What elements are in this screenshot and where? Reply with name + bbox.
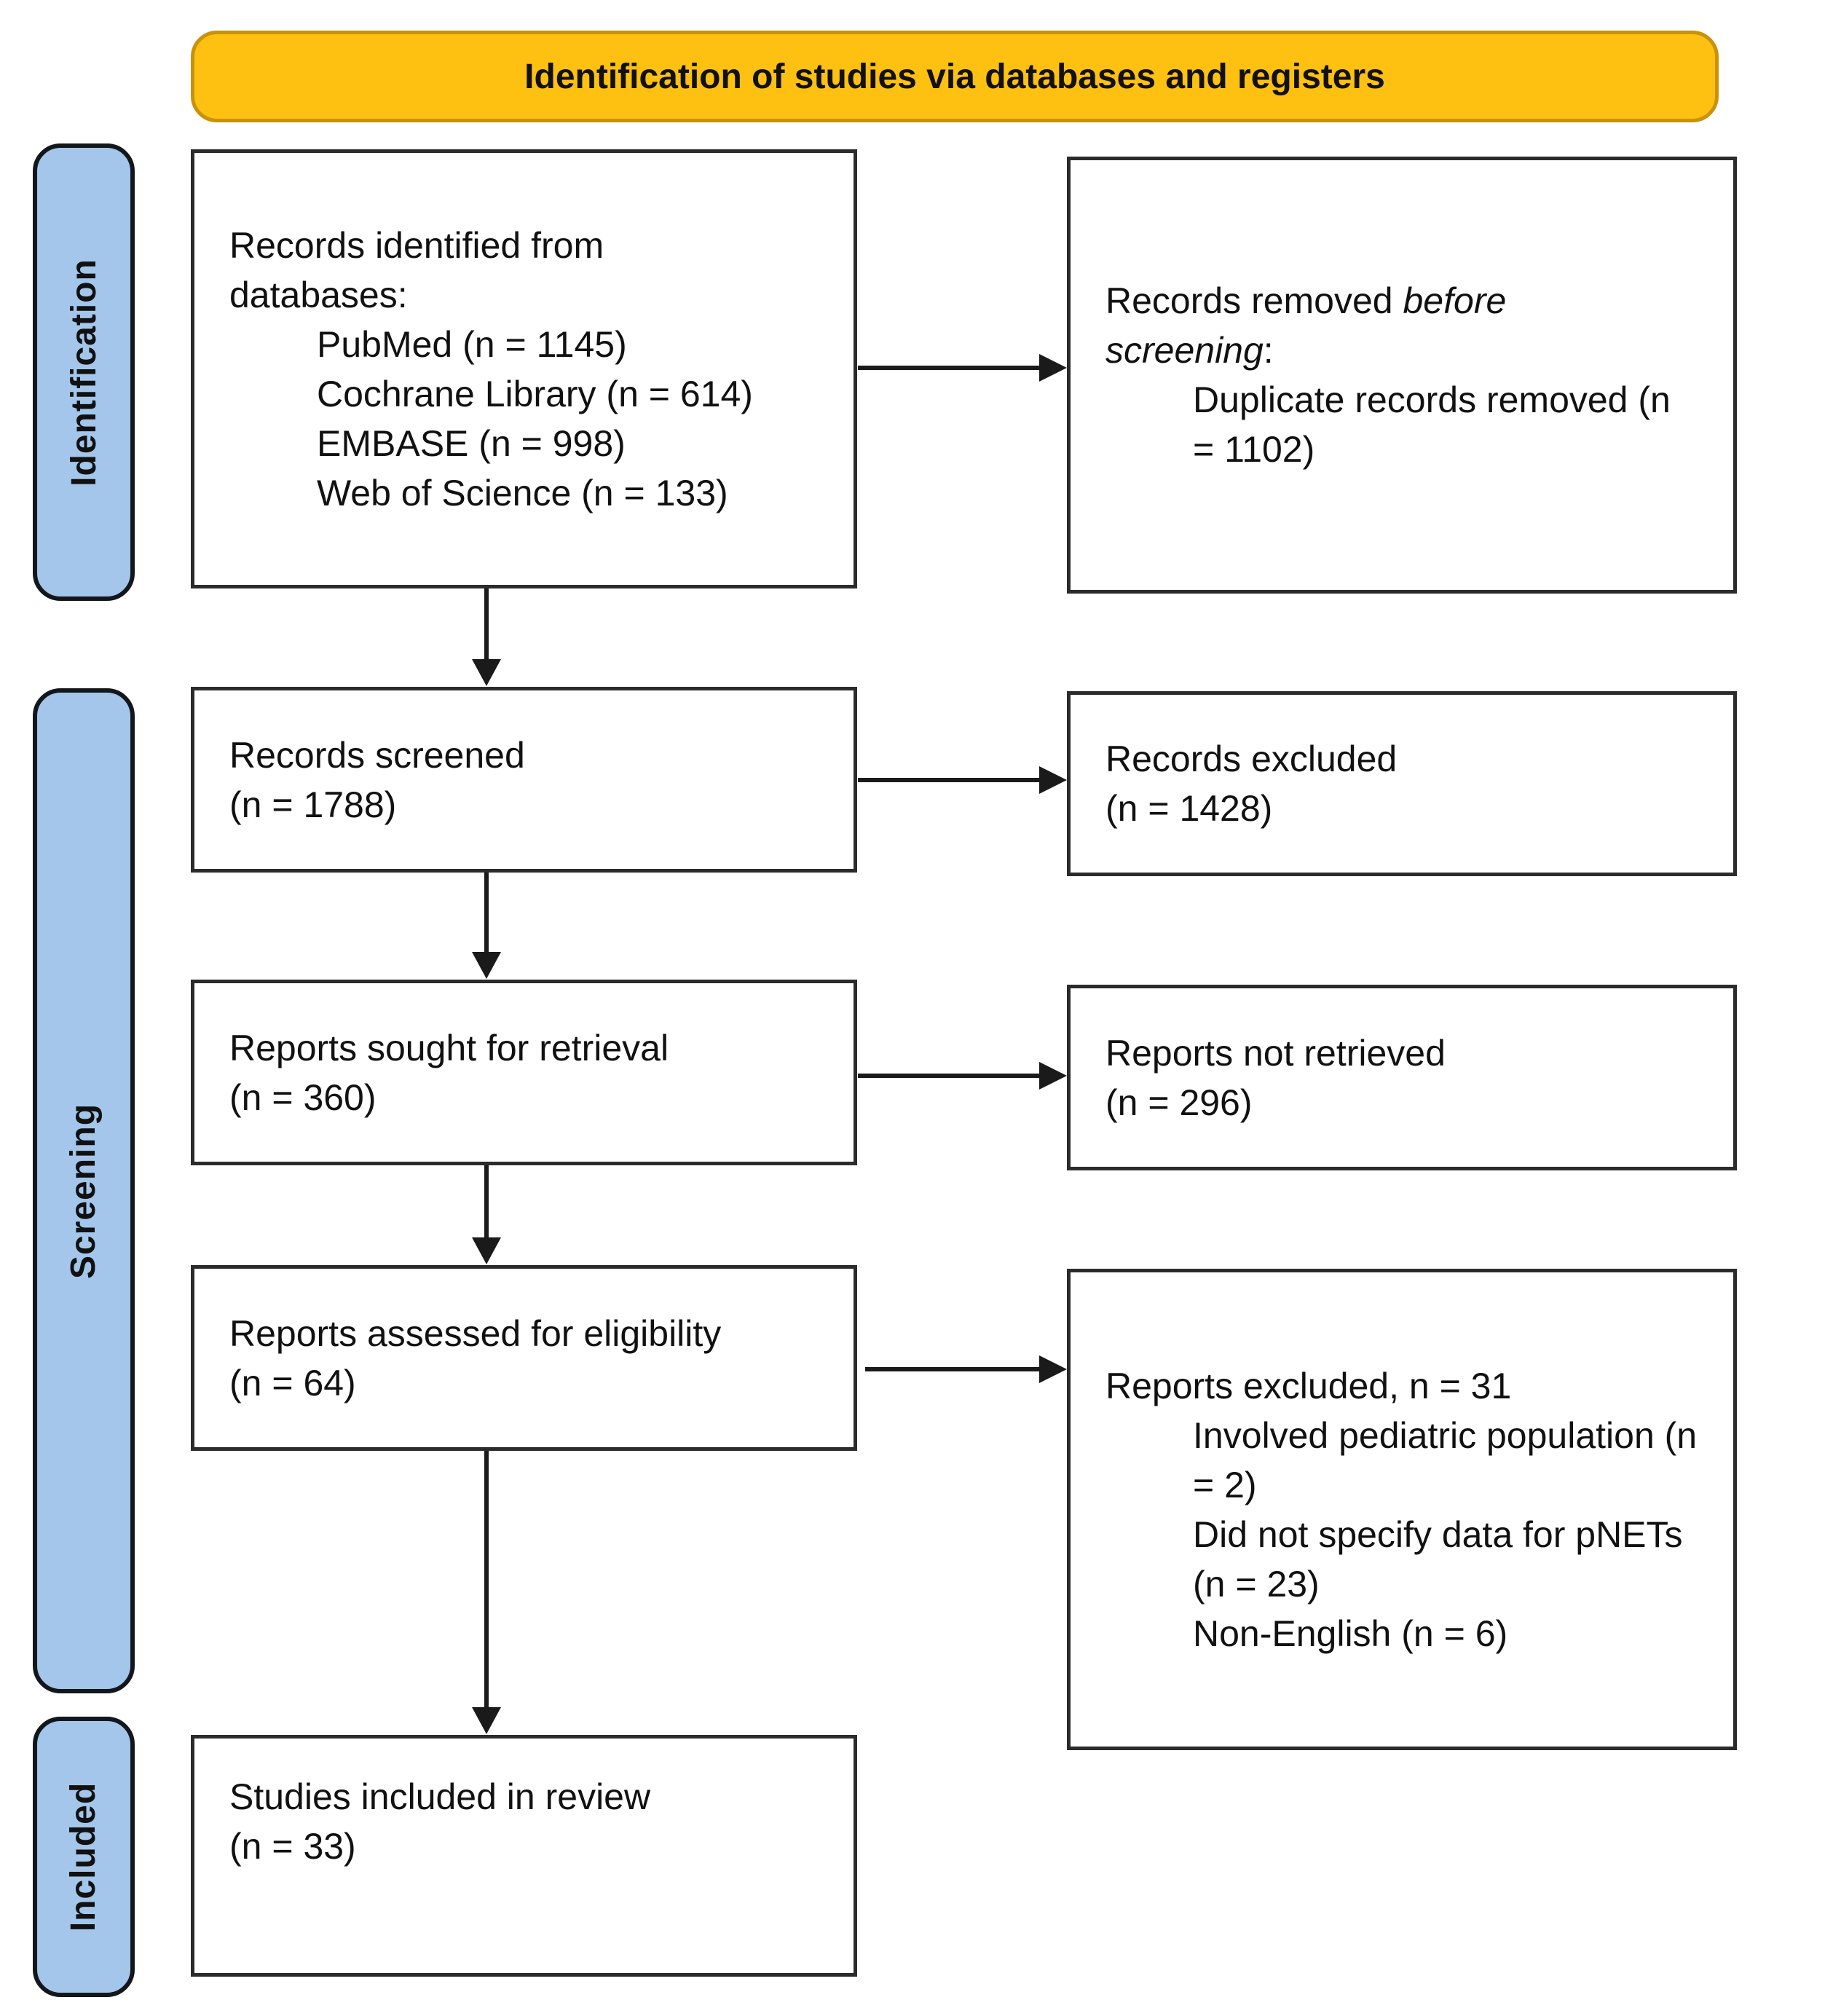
box-line: Cochrane Library (n = 614): [317, 373, 753, 414]
box-line: Involved pediatric population (n: [1193, 1414, 1698, 1456]
box-reports-excluded: Reports excluded, n = 31 Involved pediatr…: [1067, 1269, 1737, 1750]
box-line: Reports excluded, n = 31: [1105, 1365, 1512, 1406]
arrow-identified-to-removed: [858, 354, 1067, 382]
stage-label-included-text: Included: [64, 1781, 103, 1932]
arrow-sought-to-not-retrieved: [858, 1062, 1067, 1090]
box-line: EMBASE (n = 998): [317, 422, 626, 464]
box-line: = 1102): [1193, 429, 1315, 470]
box-line: Records identified from: [229, 224, 604, 266]
box-line: Did not specify data for pNETs: [1193, 1513, 1683, 1555]
box-line: = 2): [1193, 1464, 1257, 1505]
box-line: (n = 33): [229, 1826, 356, 1867]
box-line: (n = 23): [1193, 1563, 1320, 1604]
box-line: Records removed before: [1105, 280, 1507, 321]
arrow-screened-to-sought: [472, 873, 501, 979]
box-studies-included: Studies included in review (n = 33): [191, 1735, 857, 1977]
stage-label-included: Included: [33, 1717, 135, 1997]
box-line: (n = 64): [229, 1362, 356, 1403]
box-line: Records excluded: [1105, 739, 1398, 779]
box-line: Reports sought for retrieval: [229, 1027, 669, 1068]
stage-label-screening-text: Screening: [64, 1103, 103, 1279]
stage-label-screening: Screening: [33, 688, 135, 1693]
arrow-sought-to-assessed: [472, 1165, 501, 1264]
banner-title: Identification of studies via databases …: [191, 31, 1719, 122]
box-line: PubMed (n = 1145): [317, 323, 627, 365]
stage-label-identification-text: Identification: [64, 258, 103, 487]
stage-label-identification: Identification: [33, 143, 135, 601]
box-line: screening:: [1105, 330, 1274, 371]
box-line: (n = 1788): [229, 784, 397, 825]
arrow-identified-to-screened: [472, 588, 501, 686]
box-reports-sought: Reports sought for retrieval (n = 360): [191, 980, 857, 1165]
box-records-removed-before-screening: Records removed before screening: Duplicat…: [1067, 157, 1737, 594]
box-line: Non-English (n = 6): [1193, 1613, 1508, 1654]
box-line: Studies included in review: [229, 1776, 651, 1817]
arrow-screened-to-excluded: [858, 766, 1067, 794]
box-line: (n = 360): [229, 1076, 377, 1118]
arrow-assessed-to-reports-excluded: [865, 1355, 1067, 1383]
box-line: Web of Science (n = 133): [317, 472, 728, 513]
box-records-excluded: Records excluded (n = 1428): [1067, 691, 1737, 876]
box-line: databases:: [229, 274, 408, 315]
box-records-identified: Records identified from databases: PubMed …: [191, 149, 857, 588]
box-line: (n = 1428): [1105, 788, 1273, 829]
box-records-screened: Records screened (n = 1788): [191, 687, 857, 873]
box-reports-not-retrieved: Reports not retrieved (n = 296): [1067, 985, 1737, 1170]
arrow-assessed-to-included: [472, 1451, 501, 1734]
box-line: (n = 296): [1105, 1082, 1253, 1123]
box-line: Duplicate records removed (n: [1193, 379, 1671, 420]
box-line: Records screened: [229, 734, 525, 776]
box-line: Reports assessed for eligibility: [229, 1312, 722, 1354]
box-reports-assessed: Reports assessed for eligibility (n = 64): [191, 1265, 857, 1451]
box-line: Reports not retrieved: [1105, 1032, 1446, 1074]
